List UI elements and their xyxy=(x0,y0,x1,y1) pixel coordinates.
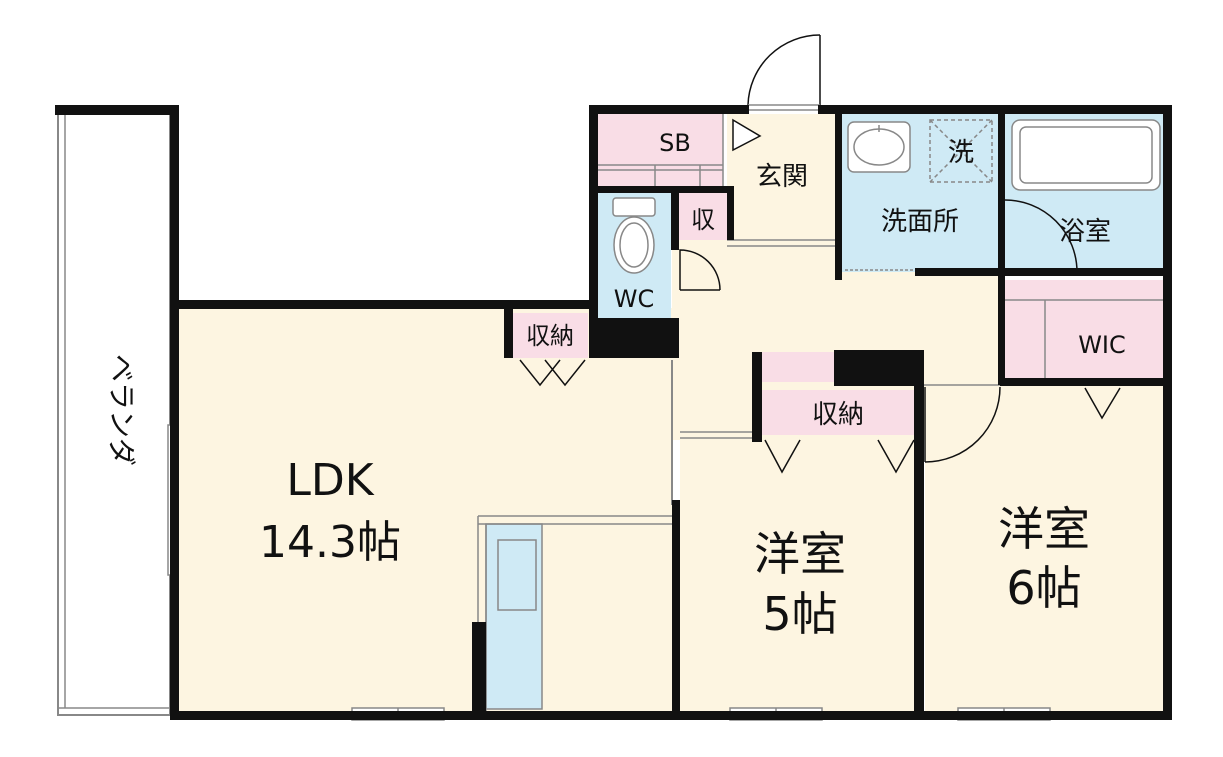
ldk-size: 14.3帖 xyxy=(259,517,401,568)
bathroom-label: 浴室 xyxy=(1059,217,1111,247)
western6-size: 6帖 xyxy=(1006,561,1081,615)
western5-size: 5帖 xyxy=(762,587,837,641)
kitchen-counter xyxy=(485,523,543,710)
veranda-label: ベランダ xyxy=(105,354,138,466)
storage-areas xyxy=(512,114,1166,435)
storage-hall-floor xyxy=(762,390,914,435)
fixtures xyxy=(477,114,1166,712)
hall-right-floor xyxy=(920,280,1002,385)
ldk-name: LDK xyxy=(286,455,374,506)
storage-ldk-floor xyxy=(512,313,588,358)
storage-small-floor xyxy=(679,193,727,240)
storage-small-label: 収 xyxy=(691,206,715,234)
shoebox-floor xyxy=(598,114,723,186)
storage-ldk-label: 収納 xyxy=(526,322,574,350)
entrance-label: 玄関 xyxy=(756,162,808,192)
ldk-floor xyxy=(177,308,672,712)
western5-name: 洋室 xyxy=(754,527,846,581)
wic-floor xyxy=(1005,280,1166,380)
washroom-label: 洗面所 xyxy=(881,207,959,237)
doors xyxy=(519,34,1121,474)
western5-floor xyxy=(680,440,920,712)
washer-label: 洗 xyxy=(948,138,974,168)
walls xyxy=(170,105,1172,720)
floors xyxy=(177,114,1166,712)
wc-label: WC xyxy=(614,285,655,313)
wic-label: WIC xyxy=(1078,331,1126,359)
storage-hall-label: 収納 xyxy=(812,400,864,430)
western6-floor xyxy=(925,385,1166,712)
labels: LDK 14.3帖 洋室 5帖 洋室 6帖 玄関 洗面所 浴室 WC WIC S… xyxy=(105,129,1126,641)
western6-name: 洋室 xyxy=(998,502,1090,556)
shoebox-label: SB xyxy=(659,129,691,157)
veranda xyxy=(55,105,175,716)
storage-hall-top-floor xyxy=(762,352,834,382)
